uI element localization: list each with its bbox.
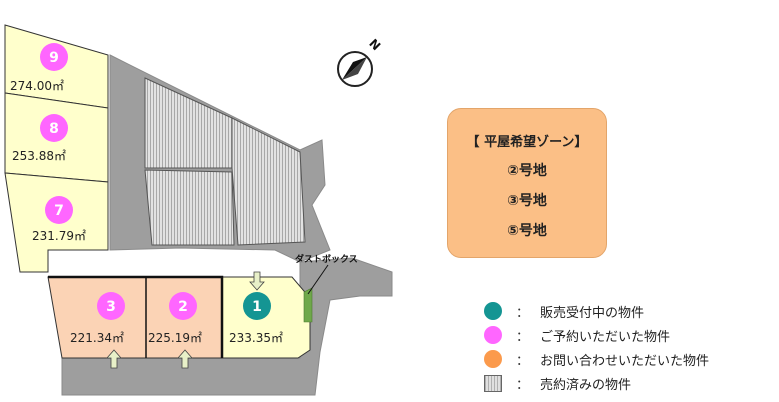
inquiry-marker-icon [484, 350, 502, 368]
lot-2-area: 225.19㎡ [148, 331, 202, 345]
lot-parcels [4, 24, 311, 359]
legend-row-reserved: ： ご予約いただいた物件 [484, 324, 774, 346]
lot-3-number: 3 [106, 299, 116, 315]
lot-8[interactable]: 8 253.88㎡ [12, 114, 68, 163]
lot-3-marker [97, 292, 125, 320]
sold-lot-c [144, 169, 235, 246]
available-marker-icon [484, 302, 502, 320]
north-arrow-icon-shadow [342, 57, 367, 80]
lot-7-marker [45, 196, 73, 224]
dust-box-pointer [307, 264, 329, 295]
arrow-lot-1 [249, 271, 265, 291]
legend-row-inquiry: ： お問い合わせいただいた物件 [484, 348, 774, 370]
green-strip [303, 287, 313, 323]
lot-1-area: 233.35㎡ [229, 331, 283, 345]
lot-9-number: 9 [49, 50, 59, 66]
lot-7-number: 7 [54, 203, 64, 219]
lot-9[interactable]: 9 274.00㎡ [10, 43, 68, 93]
lot-8-marker [40, 114, 68, 142]
zone-lot-item: ⑤号地 [507, 223, 547, 239]
legend-colon: ： [516, 378, 530, 393]
lot-9-marker [40, 43, 68, 71]
lot-8-number: 8 [49, 121, 59, 137]
zone-lot-item: ③号地 [507, 193, 547, 209]
lot-7[interactable]: 7 231.79㎡ [32, 196, 86, 243]
north-compass: N [337, 36, 383, 87]
legend-colon: ： [516, 306, 530, 321]
dust-box-label: ダストボックス [295, 253, 358, 265]
legend-label: 売約済みの物件 [540, 378, 632, 393]
north-label: N [366, 36, 383, 53]
sold-lot-b [231, 117, 306, 246]
lot-boundary-line [48, 275, 224, 358]
one-story-zone-box: 【 平屋希望ゾーン】 ②号地 ③号地 ⑤号地 [447, 108, 607, 258]
lot-8-area: 253.88㎡ [12, 149, 66, 163]
lot-labels: 9 274.00㎡ 8 253.88㎡ 7 231.79㎡ 3 221.34㎡ … [10, 43, 283, 345]
zone-lot-item: ②号地 [507, 163, 547, 179]
lot-1-parcel[interactable] [221, 276, 311, 359]
lot-2-marker [169, 292, 197, 320]
lot-3-area: 221.34㎡ [70, 331, 124, 345]
sold-lot-a [144, 77, 233, 169]
legend-colon: ： [516, 330, 530, 345]
legend-colon: ： [516, 354, 530, 369]
lot-2[interactable]: 2 225.19㎡ [148, 292, 202, 345]
access-arrows [106, 271, 265, 369]
lot-1-number: 1 [252, 299, 262, 315]
reserved-marker-icon [484, 326, 502, 344]
one-story-zone-title: 【 平屋希望ゾーン】 [466, 135, 588, 150]
lot-3-parcel[interactable] [47, 276, 147, 359]
sold-lots [144, 77, 306, 246]
lot-3[interactable]: 3 221.34㎡ [70, 292, 125, 345]
legend-row-available: ： 販売受付中の物件 [484, 300, 774, 322]
sold-hatch-icon [484, 375, 502, 392]
lot-9-area: 274.00㎡ [10, 79, 64, 93]
legend-label: 販売受付中の物件 [540, 306, 645, 321]
legend-label: ご予約いただいた物件 [540, 330, 671, 345]
legend: ： 販売受付中の物件 ： ご予約いただいた物件 ： お問い合わせいただいた物件 … [484, 300, 774, 396]
arrow-lot-3 [106, 349, 122, 369]
arrow-lot-2 [177, 349, 193, 369]
legend-row-sold: ： 売約済みの物件 [484, 372, 774, 394]
lot-1[interactable]: 1 233.35㎡ [229, 292, 283, 345]
legend-label: お問い合わせいただいた物件 [540, 354, 710, 369]
lot-2-number: 2 [178, 299, 188, 315]
lot-1-marker [243, 292, 271, 320]
lot-7-area: 231.79㎡ [32, 229, 86, 243]
